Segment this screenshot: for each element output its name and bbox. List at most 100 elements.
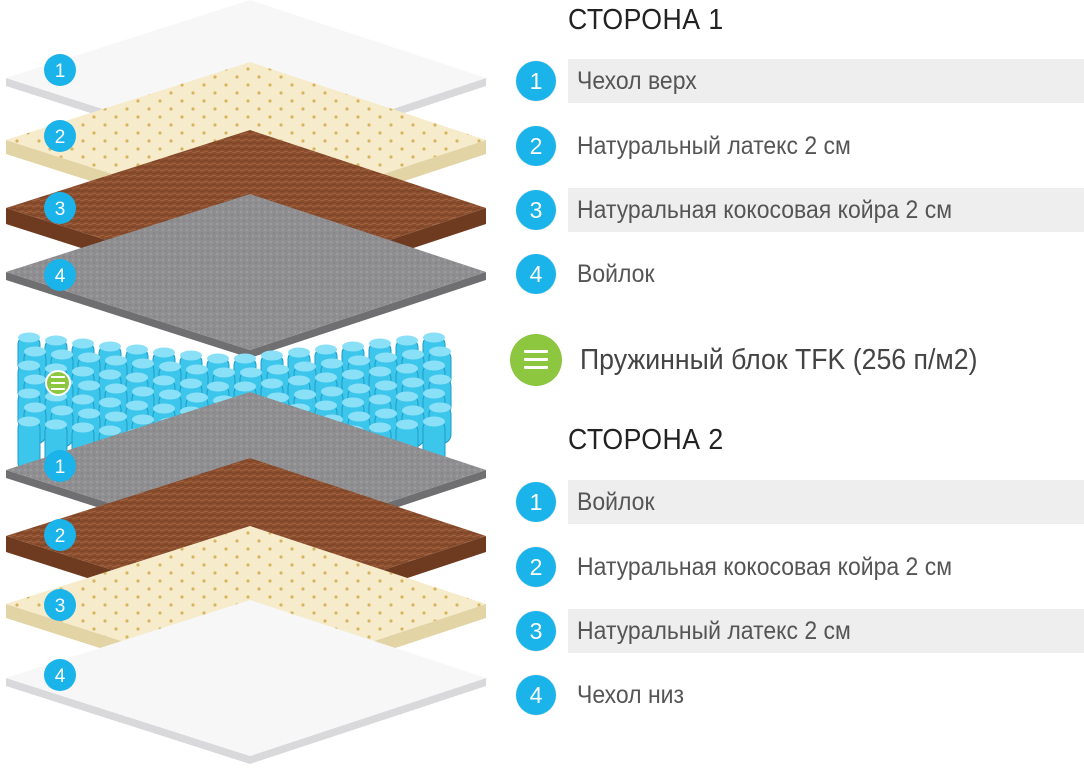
spring-coil-top <box>159 362 181 372</box>
layer-number-badge: 3 <box>516 611 556 651</box>
spring-coil-top <box>342 370 364 380</box>
marker-line <box>51 376 65 378</box>
spring-coil-top <box>315 345 337 355</box>
spring-coil-top <box>294 362 316 372</box>
spring-coil-top <box>429 375 451 385</box>
spring-coil-top <box>261 351 283 361</box>
spring-coil-top <box>78 381 100 391</box>
spring-coil-top <box>18 389 40 399</box>
spring-coil-top <box>396 364 418 374</box>
spring-coil-top <box>51 350 73 360</box>
layer-label: Натуральная кокосовая койра 2 см <box>577 188 952 232</box>
spring-coil-top <box>267 365 289 375</box>
layer-label: Войлок <box>577 480 655 524</box>
side-2-layer-2: 2 Натуральная кокосовая койра 2 см <box>516 545 1084 589</box>
spring-coil-top <box>240 368 262 378</box>
spring-coil-top <box>315 373 337 383</box>
spring-coil-top <box>24 347 46 357</box>
layer-label: Чехол низ <box>577 673 684 717</box>
spring-coil-top <box>369 339 391 349</box>
illustration-number-text: 1 <box>55 61 66 82</box>
layer-number-badge: 2 <box>516 126 556 166</box>
illustration-number-text: 1 <box>55 457 66 478</box>
illustration-number-text: 4 <box>55 266 66 287</box>
spring-coil-top <box>18 361 40 371</box>
spring-coil-top <box>288 348 310 358</box>
illustration-number-text: 3 <box>55 596 66 617</box>
spring-coil-top <box>72 339 94 349</box>
spring-coil-top <box>423 417 445 427</box>
spring-coil-top <box>24 403 46 413</box>
spring-coil-top <box>99 426 121 436</box>
spring-coil-top <box>159 390 181 400</box>
spring-coil-top <box>369 395 391 405</box>
spring-coil-top <box>207 382 229 392</box>
spring-coil-top <box>78 409 100 419</box>
layer-label: Войлок <box>577 252 655 296</box>
spring-coil-top <box>51 406 73 416</box>
spring-coil-top <box>294 390 316 400</box>
spring-coil-top <box>132 415 154 425</box>
spring-coil-top <box>45 420 67 430</box>
spring-coil-top <box>72 395 94 405</box>
spring-coil-top <box>348 412 370 422</box>
spring-coil-top <box>153 376 175 386</box>
spring-coil-top <box>321 387 343 397</box>
spring-coil-top <box>402 350 424 360</box>
spring-coil-top <box>423 389 445 399</box>
spring-coil-top <box>153 348 175 358</box>
spring-coil-top <box>99 342 121 352</box>
spring-coil-top <box>261 379 283 389</box>
spring-coil-top <box>207 354 229 364</box>
marker-line <box>51 388 65 390</box>
spring-coil-top <box>126 373 148 383</box>
spring-coil-top <box>423 361 445 371</box>
layer-number-badge: 2 <box>516 547 556 587</box>
marker-line <box>51 382 65 384</box>
spring-coil-top <box>99 370 121 380</box>
side-2-layer-1: 1 Войлок <box>516 480 1084 524</box>
side-1-layer-4: 4 Войлок <box>516 252 1084 296</box>
layer-number-badge: 4 <box>516 254 556 294</box>
spring-coil-top <box>234 354 256 364</box>
spring-coil-top <box>126 345 148 355</box>
spring-block-row: Пружинный блок TFK (256 п/м2) <box>510 334 1084 386</box>
spring-coil-top <box>186 365 208 375</box>
spring-coil-top <box>429 347 451 357</box>
layer-label: Натуральный латекс 2 см <box>577 124 851 168</box>
spring-coil-top <box>186 393 208 403</box>
spring-coil-top <box>402 406 424 416</box>
side-1-layer-2: 2 Натуральный латекс 2 см <box>516 124 1084 168</box>
spring-coil-top <box>396 392 418 402</box>
spring-coil-top <box>126 401 148 411</box>
spring-coil-top <box>234 382 256 392</box>
illustration-number-text: 2 <box>55 526 66 547</box>
layer-label: Натуральная кокосовая койра 2 см <box>577 545 952 589</box>
spring-coil-top <box>213 368 235 378</box>
spring-coil-top <box>72 423 94 433</box>
side-1-title: СТОРОНА 1 <box>568 4 724 37</box>
spring-coil-top <box>24 375 46 385</box>
spring-coil-top <box>342 398 364 408</box>
spring-coil-top <box>78 353 100 363</box>
spring-coil-top <box>369 367 391 377</box>
spring-coil-top <box>348 356 370 366</box>
spring-coil-top <box>105 384 127 394</box>
illustration-number-text: 2 <box>55 127 66 148</box>
spring-coil-top <box>369 423 391 433</box>
layer-label: Натуральный латекс 2 см <box>577 609 851 653</box>
illustration-number-text: 3 <box>55 199 66 220</box>
spring-coil-top <box>402 378 424 388</box>
spring-coil-top <box>315 401 337 411</box>
spring-coil-top <box>18 417 40 427</box>
spring-coil-top <box>45 336 67 346</box>
side-2-title: СТОРОНА 2 <box>568 424 724 457</box>
stack-lines-icon <box>510 334 562 386</box>
spring-coil-top <box>375 381 397 391</box>
layer-label: Чехол верх <box>577 59 697 103</box>
spring-coil-top <box>180 379 202 389</box>
spring-coil-top <box>396 336 418 346</box>
spring-coil-top <box>180 351 202 361</box>
spring-coil-top <box>321 359 343 369</box>
spring-coil-top <box>132 359 154 369</box>
